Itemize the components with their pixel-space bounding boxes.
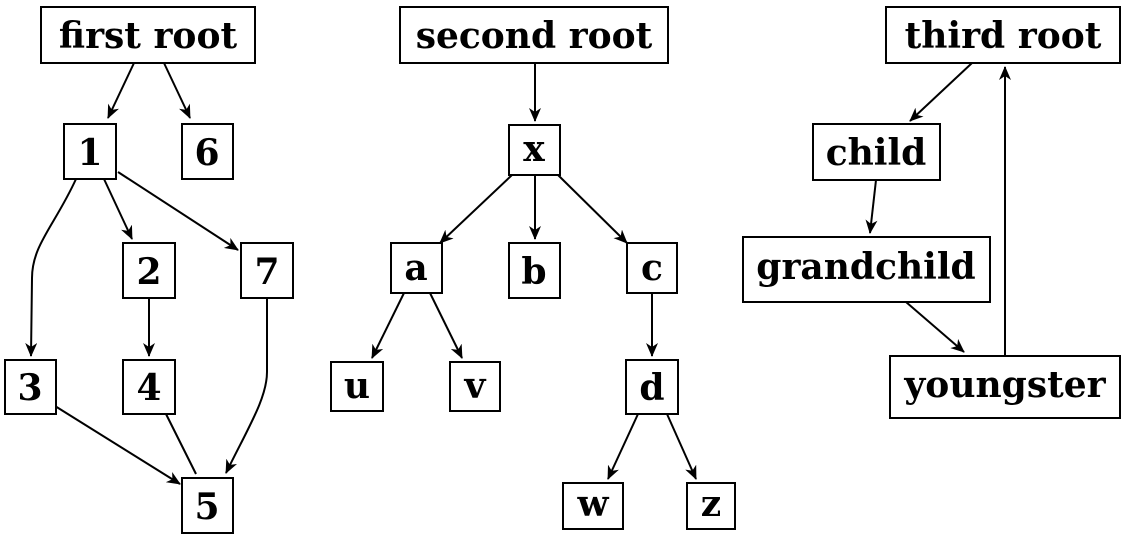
edge-x-to-c [557, 174, 628, 244]
node-label: child [826, 132, 927, 174]
edge-4-to-5 [165, 413, 197, 475]
node-label: w [577, 483, 610, 525]
node-label: 6 [194, 132, 219, 174]
edges [25, 62, 1011, 485]
node-label: d [639, 367, 664, 409]
node-label: z [701, 483, 721, 525]
edge-x-to-a [439, 174, 513, 244]
node-label: 1 [77, 132, 102, 174]
edge-d-to-z [666, 413, 697, 480]
node-label: 2 [136, 251, 161, 293]
node-label: third root [905, 15, 1102, 57]
edge-a-to-v [429, 292, 463, 359]
node-3: 3 [4, 359, 57, 415]
node-u: u [330, 361, 384, 412]
node-6: 6 [181, 123, 234, 180]
edge-1-to-2 [103, 178, 133, 240]
node-v: v [449, 361, 501, 412]
node-w: w [562, 482, 624, 530]
node-label: 4 [136, 367, 161, 409]
node-label: 7 [254, 251, 279, 293]
node-label: grandchild [756, 246, 975, 288]
node-grandchild: grandchild [742, 236, 991, 303]
edge-1-to-7 [117, 171, 239, 251]
node-b: b [508, 242, 561, 299]
node-z: z [686, 482, 736, 530]
node-second-root: second root [399, 6, 669, 64]
node-label: youngster [903, 364, 1106, 406]
edge-3-to-5 [54, 405, 181, 485]
edge-d-to-w [607, 413, 639, 480]
node-label: second root [416, 15, 653, 57]
node-child: child [812, 123, 941, 181]
node-1: 1 [63, 123, 117, 180]
node-a: a [390, 242, 443, 294]
node-c: c [626, 242, 678, 294]
edge-third-root-to-child [909, 62, 973, 122]
edge-first-root-to-1 [107, 62, 135, 119]
node-label: 3 [17, 367, 42, 409]
edge-child-to-grandchild [865, 179, 878, 234]
nodes: first root 1 6 2 7 3 4 5 [4, 6, 1121, 534]
node-label: a [404, 247, 427, 289]
edge-grandchild-to-youngster [905, 301, 965, 353]
node-label: v [464, 365, 487, 407]
edge-first-root-to-6 [163, 62, 191, 119]
node-label: first root [59, 15, 238, 57]
node-label: 5 [194, 486, 219, 528]
node-label: b [521, 251, 546, 293]
node-x: x [508, 124, 561, 176]
node-5: 5 [181, 477, 234, 534]
node-d: d [625, 359, 679, 415]
node-label: u [344, 365, 370, 407]
edge-1-to-3 [25, 178, 77, 357]
node-first-root: first root [40, 6, 256, 64]
node-label: c [641, 247, 663, 289]
edge-a-to-u [371, 292, 405, 359]
edge-7-to-5 [225, 298, 268, 474]
node-third-root: third root [885, 6, 1121, 64]
node-youngster: youngster [889, 355, 1121, 419]
node-label: x [523, 128, 545, 170]
node-7: 7 [240, 242, 294, 299]
node-2: 2 [122, 242, 176, 299]
node-4: 4 [122, 359, 176, 415]
